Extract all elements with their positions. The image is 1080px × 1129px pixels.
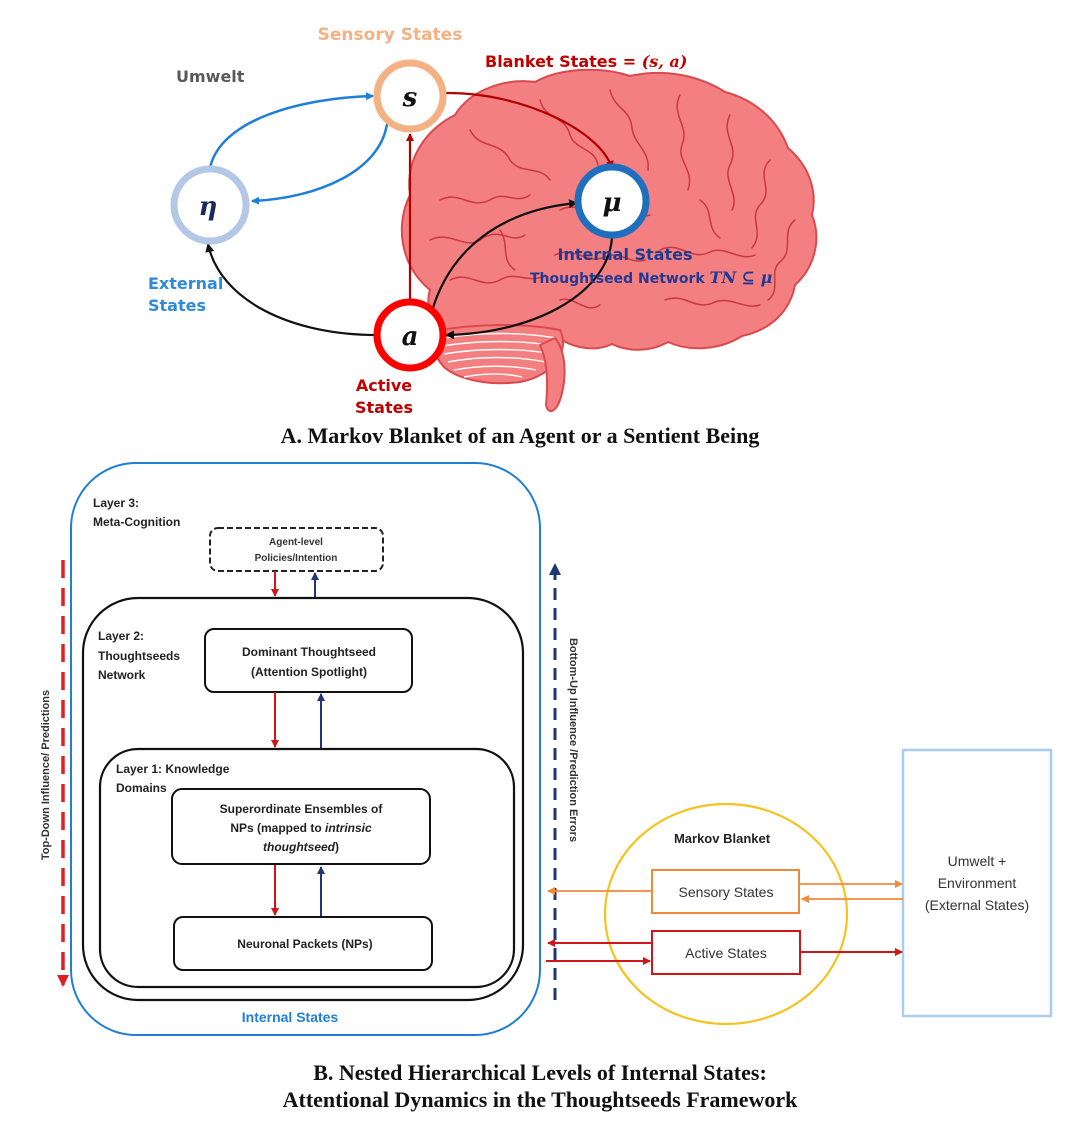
markov-blanket-label: Markov Blanket bbox=[674, 831, 771, 846]
label-external-states-line2: States bbox=[148, 296, 206, 315]
markov-blanket-circle bbox=[603, 802, 849, 1026]
arrow-a-to-mu bbox=[430, 199, 578, 312]
superordinate-ensembles-box bbox=[171, 788, 431, 865]
label-internal-states: Internal States bbox=[558, 245, 693, 264]
layer1-knowledge-domains bbox=[98, 747, 516, 989]
neuronal-packets-box bbox=[173, 916, 433, 971]
ensembles-line3: thoughtseed) bbox=[263, 840, 339, 854]
caption-panel-b-line1: B. Nested Hierarchical Levels of Interna… bbox=[313, 1060, 767, 1085]
layer3-label-line1: Layer 3: bbox=[93, 496, 139, 510]
agent-level-line2: Policies/Intention bbox=[255, 553, 338, 564]
caption-panel-a: A. Markov Blanket of an Agent or a Senti… bbox=[281, 423, 760, 448]
node-s-label: s bbox=[402, 83, 418, 113]
internal-states-label: Internal States bbox=[242, 1009, 339, 1025]
internal-states-boundary bbox=[70, 462, 541, 1036]
brain-stem bbox=[538, 336, 566, 412]
layer2-label-line3: Network bbox=[98, 668, 146, 682]
arrow-mu-to-a bbox=[445, 235, 614, 340]
umwelt-environment-box bbox=[901, 748, 1053, 1018]
brain-illustration bbox=[400, 68, 818, 412]
layer1-label-line2: Domains bbox=[116, 781, 167, 795]
bottom-up-label: Bottom-Up Influence /Prediction Errors bbox=[567, 638, 579, 842]
umwelt-line1: Umwelt + bbox=[948, 853, 1007, 869]
ensembles-line1: Superordinate Ensembles of bbox=[220, 802, 384, 816]
top-down-label: Top-Down Influence/ Predictions bbox=[40, 690, 52, 860]
label-thoughtseed-network: Thoughtseed Network TN ⊆ μ bbox=[530, 268, 773, 287]
node-eta-label: η bbox=[199, 192, 218, 222]
arrow-s-to-mu bbox=[445, 91, 614, 169]
agent-level-policies-box bbox=[209, 527, 384, 572]
label-sensory-states: Sensory States bbox=[318, 25, 463, 45]
neuronal-packets-label: Neuronal Packets (NPs) bbox=[237, 937, 372, 951]
umwelt-line3: (External States) bbox=[925, 897, 1029, 913]
node-internal-mu: μ bbox=[574, 163, 650, 239]
umwelt-line2: Environment bbox=[938, 875, 1017, 891]
label-active-states-line2: States bbox=[355, 398, 413, 417]
ensembles-line2: NPs (mapped to intrinsic bbox=[230, 821, 372, 835]
layer2-thoughtseeds-network bbox=[81, 596, 525, 1002]
node-active-a: a bbox=[373, 298, 447, 372]
layer2-label-line1: Layer 2: bbox=[98, 629, 144, 643]
node-sensory-s: s bbox=[373, 59, 447, 133]
arrow-s-to-eta bbox=[251, 123, 389, 205]
node-a-label: a bbox=[402, 322, 419, 352]
label-external-states-line1: External bbox=[148, 274, 223, 293]
panel-a-markov-blanket: s η μ a Sensory States Umwelt Blanket St… bbox=[148, 25, 818, 448]
layer1-label-line1: Layer 1: Knowledge bbox=[116, 762, 230, 776]
label-umwelt: Umwelt bbox=[176, 67, 245, 86]
label-blanket-states: Blanket States = (s, a) bbox=[485, 52, 687, 71]
panel-b-nested-hierarchy: Layer 3: Meta-Cognition Agent-level Poli… bbox=[40, 462, 1053, 1112]
arrow-a-to-eta bbox=[205, 243, 378, 337]
panel-a-arrows bbox=[205, 91, 614, 340]
dominant-thoughtseed-line2: (Attention Spotlight) bbox=[251, 665, 367, 679]
caption-panel-b-line2: Attentional Dynamics in the Thoughtseeds… bbox=[283, 1087, 799, 1112]
dominant-thoughtseed-box bbox=[204, 628, 413, 693]
active-states-label: Active States bbox=[685, 945, 767, 961]
layer2-label-line2: Thoughtseeds bbox=[98, 649, 180, 663]
node-mu-label: μ bbox=[602, 188, 621, 218]
agent-level-line1: Agent-level bbox=[269, 537, 323, 548]
panel-b-connection-arrows bbox=[546, 880, 903, 965]
dominant-thoughtseed-line1: Dominant Thoughtseed bbox=[242, 645, 376, 659]
sensory-states-box bbox=[651, 869, 800, 914]
layer3-label-line2: Meta-Cognition bbox=[93, 515, 180, 529]
arrow-eta-to-s bbox=[208, 92, 374, 169]
sensory-states-label: Sensory States bbox=[679, 884, 774, 900]
label-active-states-line1: Active bbox=[356, 376, 412, 395]
node-external-eta: η bbox=[170, 165, 250, 245]
